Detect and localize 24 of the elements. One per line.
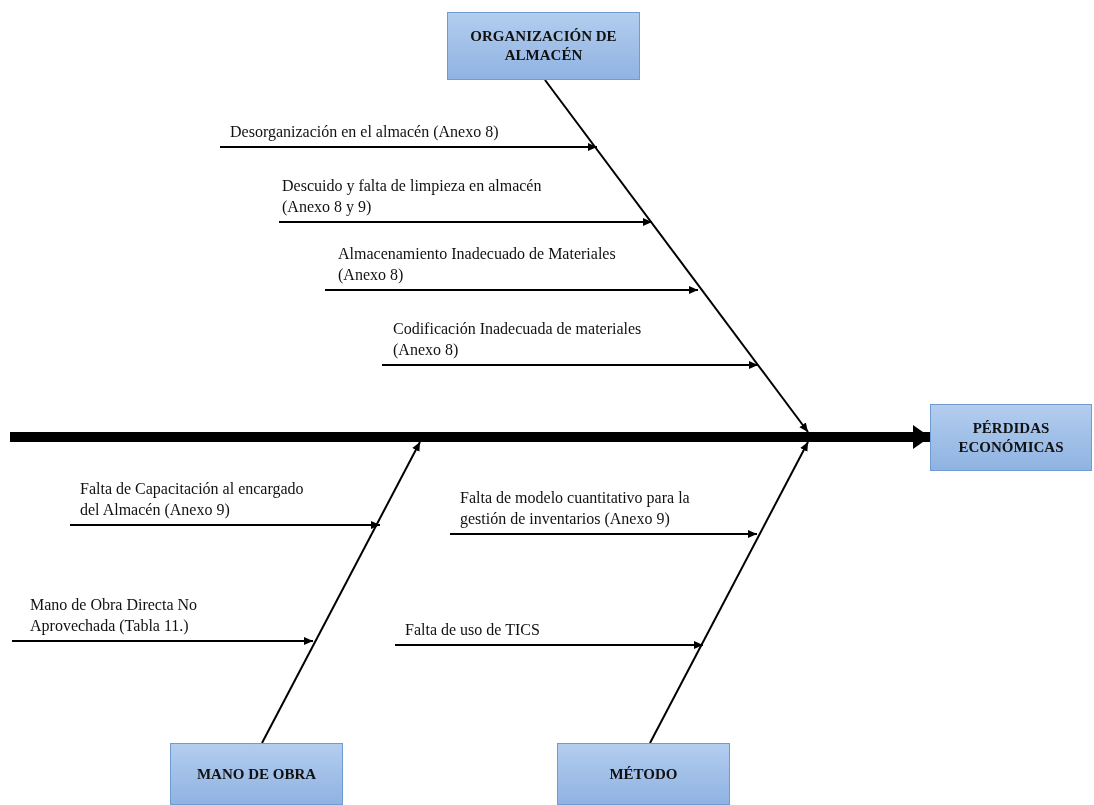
cause-label: Codificación Inadecuada de materiales (Anexo 8) — [393, 319, 663, 361]
arrow — [69, 521, 381, 529]
cause-label: Almacenamiento Inadecuado de Materiales (Anexo 8) — [338, 244, 638, 286]
arrow — [381, 361, 759, 369]
arrow — [449, 530, 758, 538]
arrow — [11, 637, 314, 645]
cause-label: Desorganización en el almacén (Anexo 8) — [230, 122, 570, 143]
category-box: ORGANIZACIÓN DE ALMACÉN — [447, 12, 640, 80]
arrow — [394, 641, 704, 649]
arrow — [261, 441, 421, 744]
effect-box: PÉRDIDAS ECONÓMICAS — [930, 404, 1092, 471]
arrow — [278, 218, 653, 226]
arrow — [649, 441, 809, 744]
cause-label: Falta de modelo cuantitativo para la gestión de inventarios (Anexo 9) — [460, 488, 705, 530]
cause-label: Descuido y falta de limpieza en almacén (Anexo 8 y 9) — [282, 176, 562, 218]
spine-arrow — [10, 425, 930, 449]
arrow — [219, 143, 598, 151]
cause-label: Mano de Obra Directa No Aprovechada (Tabla 11.) — [30, 595, 230, 637]
category-box: MÉTODO — [557, 743, 730, 805]
category-box: MANO DE OBRA — [170, 743, 343, 805]
arrow — [324, 286, 699, 294]
cause-label: Falta de uso de TICS — [405, 620, 665, 641]
arrow — [544, 79, 809, 433]
cause-label: Falta de Capacitación al encargado del Almacén (Anexo 9) — [80, 479, 316, 521]
